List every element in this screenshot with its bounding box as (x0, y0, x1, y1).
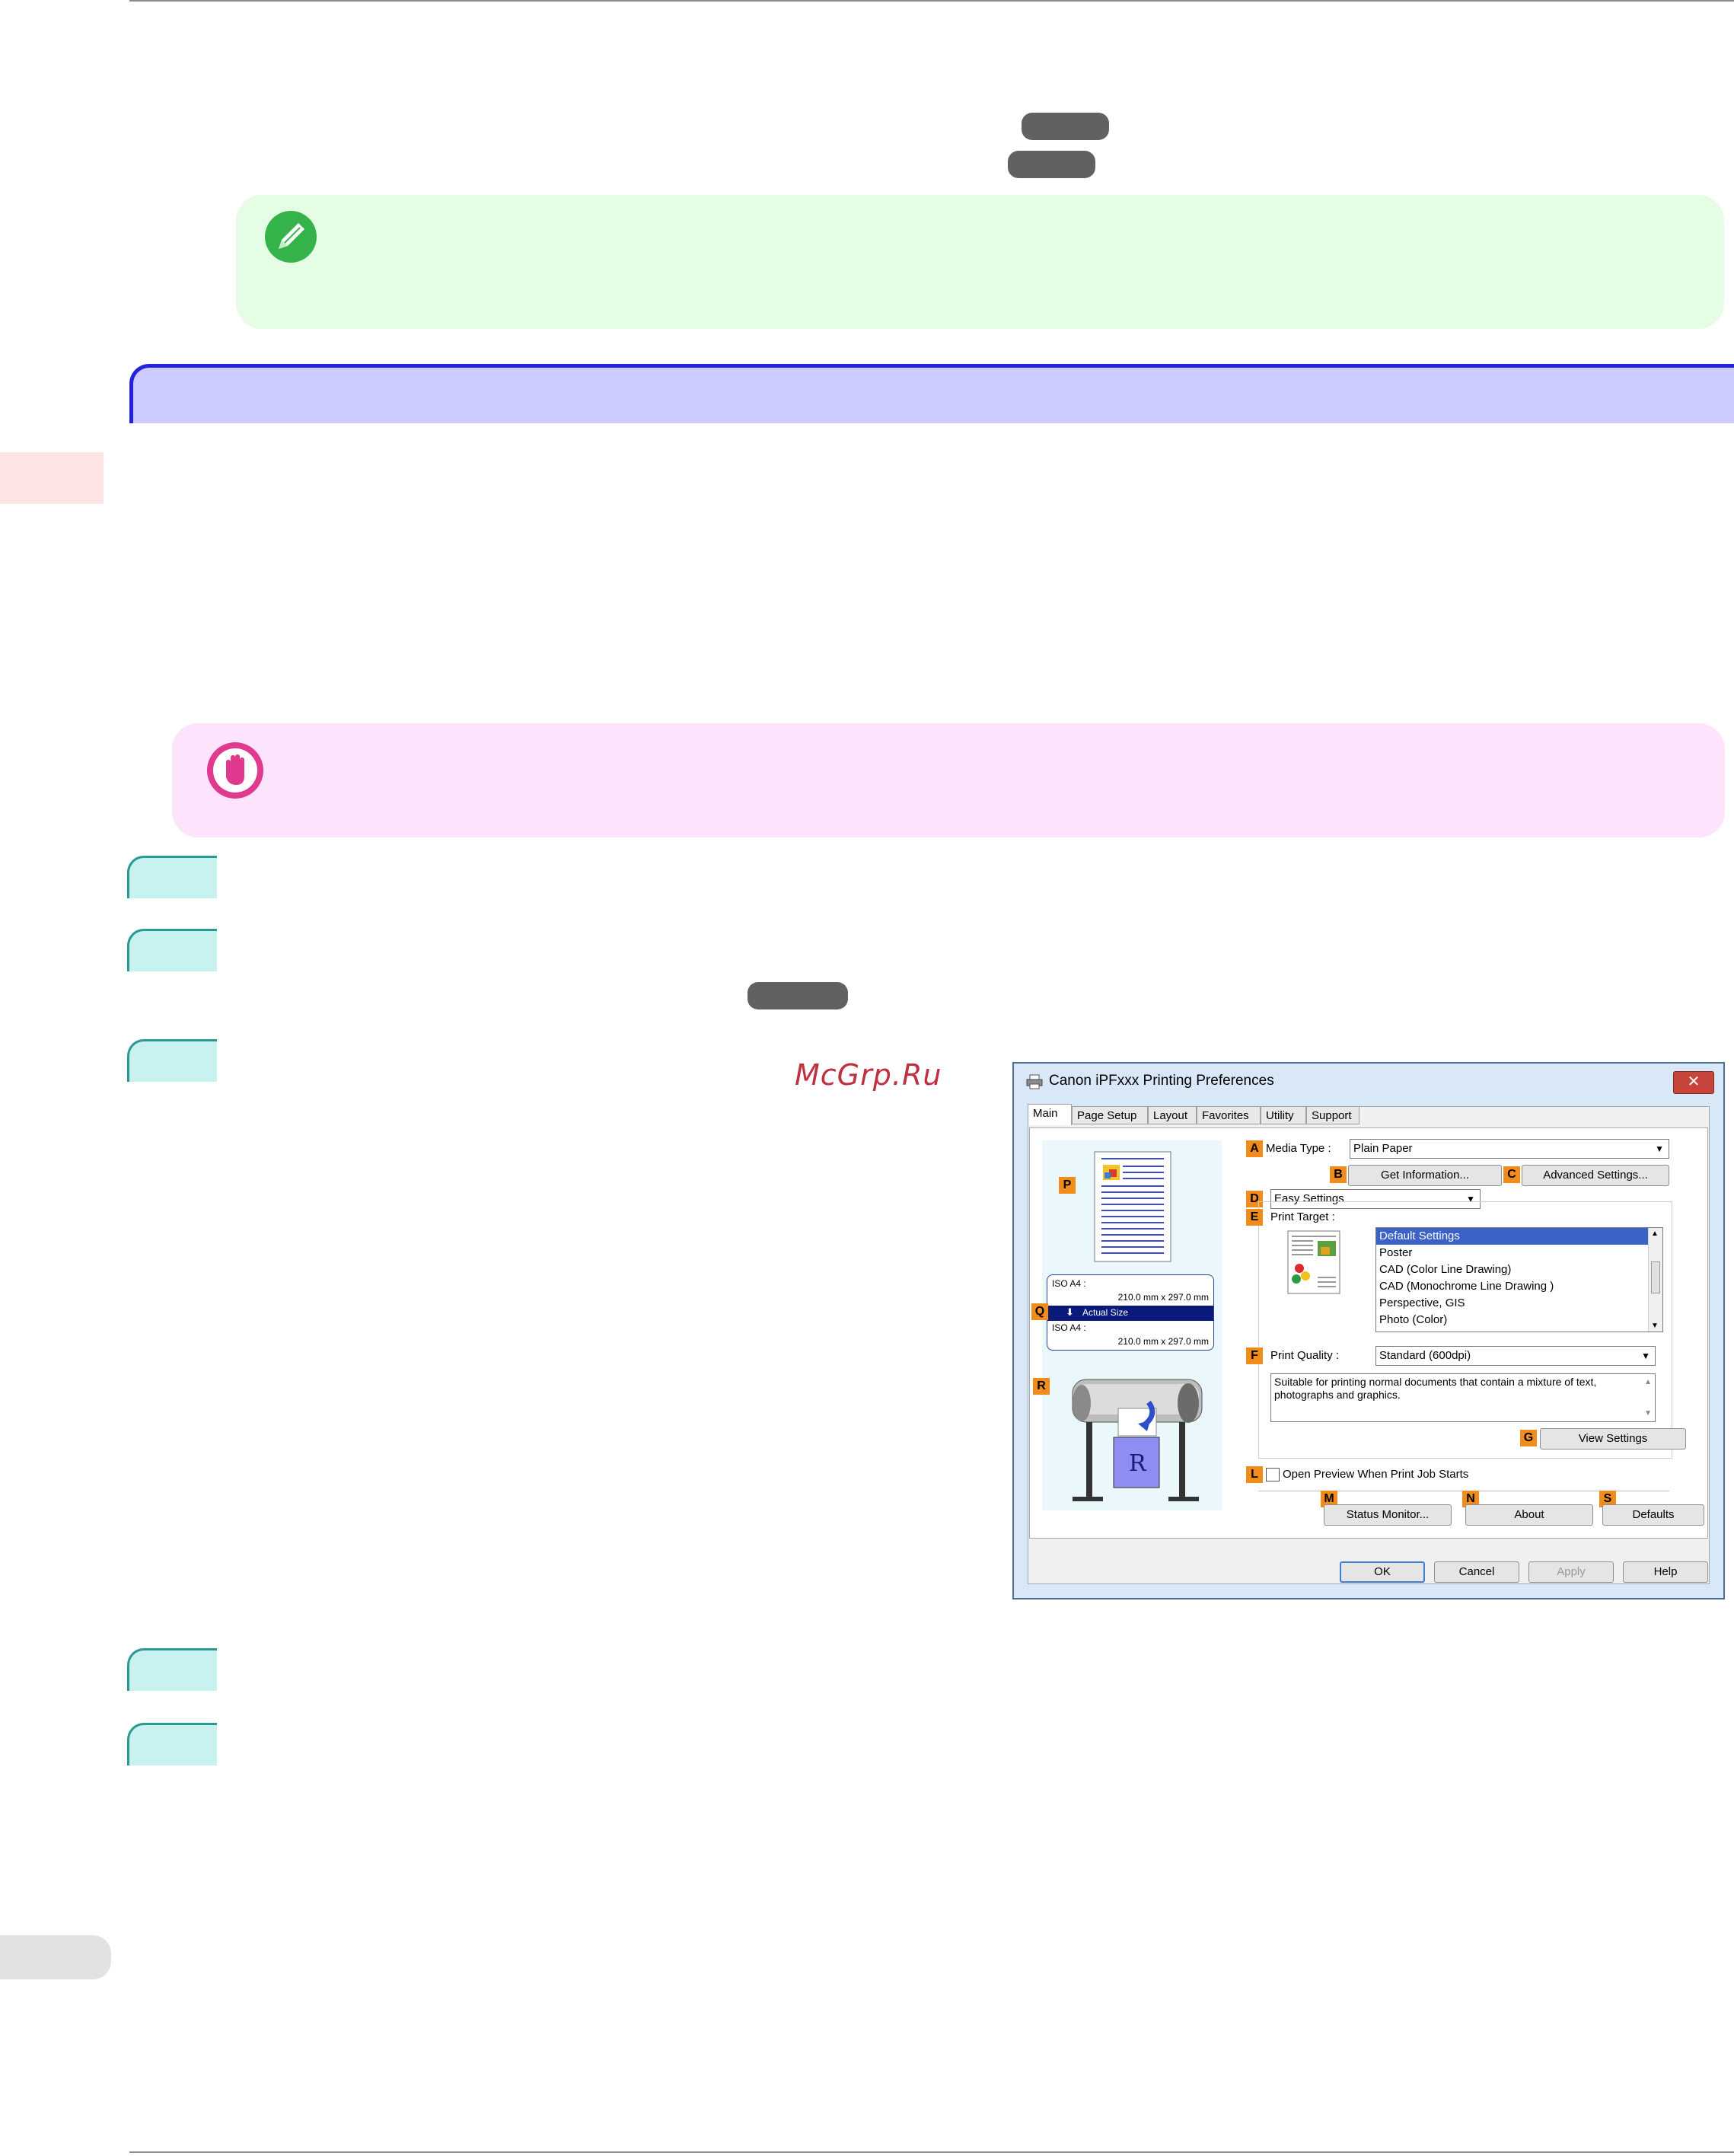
print-quality-select[interactable]: Standard (600dpi) ▼ (1375, 1346, 1656, 1366)
svg-text:R: R (1129, 1450, 1147, 1477)
print-target-label: Print Target : (1270, 1210, 1335, 1223)
list-item[interactable]: Poster (1379, 1246, 1413, 1259)
scroll-up-icon: ▲ (1644, 1378, 1652, 1386)
paper-top-label: ISO A4 : (1052, 1278, 1086, 1289)
status-monitor-button[interactable]: Status Monitor... (1324, 1504, 1452, 1526)
step-marker (127, 1723, 217, 1765)
key-pill (1008, 151, 1095, 178)
badge-c: C (1503, 1166, 1520, 1183)
scroll-up-icon[interactable]: ▲ (1651, 1229, 1659, 1238)
tab-favorites[interactable]: Favorites (1197, 1106, 1261, 1124)
list-scrollbar[interactable]: ▲ ▼ (1648, 1228, 1662, 1332)
print-target-list[interactable]: Default Settings Poster CAD (Color Line … (1375, 1227, 1663, 1332)
list-item[interactable]: CAD (Color Line Drawing) (1379, 1263, 1512, 1276)
tab-support[interactable]: Support (1306, 1106, 1359, 1124)
tab-utility[interactable]: Utility (1261, 1106, 1306, 1124)
badge-q: Q (1031, 1303, 1048, 1320)
cancel-button[interactable]: Cancel (1434, 1561, 1519, 1583)
scroll-down-icon[interactable]: ▼ (1651, 1322, 1659, 1330)
actual-size-label: Actual Size (1082, 1307, 1129, 1318)
media-type-select[interactable]: Plain Paper ▼ (1350, 1139, 1669, 1159)
down-arrow-icon: ⬇ (1066, 1306, 1074, 1318)
printing-preferences-dialog: Canon iPFxxx Printing Preferences ✕ Main… (1012, 1062, 1725, 1599)
list-item[interactable]: CAD (Monochrome Line Drawing ) (1379, 1280, 1554, 1293)
key-pill (747, 982, 848, 1009)
actual-size-bar: ⬇ Actual Size (1047, 1306, 1213, 1321)
get-information-button[interactable]: Get Information... (1348, 1165, 1502, 1186)
scroll-thumb[interactable] (1651, 1261, 1660, 1293)
about-button[interactable]: About (1465, 1504, 1593, 1526)
side-chapter-tab (0, 452, 104, 504)
printer-icon (1026, 1074, 1043, 1089)
step-marker (127, 929, 217, 971)
badge-g: G (1520, 1430, 1537, 1446)
badge-n: N (1462, 1491, 1479, 1507)
step-marker (127, 1039, 217, 1082)
open-preview-label: Open Preview When Print Job Starts (1283, 1468, 1469, 1481)
watermark-text: McGrp.Ru (795, 1058, 942, 1092)
open-preview-checkbox[interactable] (1266, 1468, 1280, 1481)
main-tab-panel: P ISO A4 : 210.0 mm x 297.0 mm (1029, 1127, 1708, 1539)
badge-p: P (1059, 1177, 1076, 1194)
scroll-down-icon: ▼ (1644, 1409, 1652, 1418)
printer-illustration-icon: R (1072, 1379, 1203, 1501)
key-pill (1022, 113, 1109, 140)
tab-page-setup[interactable]: Page Setup (1072, 1106, 1148, 1124)
defaults-button[interactable]: Defaults (1602, 1504, 1704, 1526)
badge-e: E (1246, 1209, 1263, 1226)
quality-description: Suitable for printing normal documents t… (1270, 1373, 1656, 1422)
apply-button[interactable]: Apply (1528, 1561, 1614, 1583)
badge-s: S (1599, 1491, 1616, 1507)
step-marker (127, 856, 217, 898)
view-settings-button[interactable]: View Settings (1540, 1428, 1686, 1450)
section-header-bar (129, 364, 1734, 423)
badge-m: M (1321, 1491, 1337, 1507)
media-type-label: Media Type : (1266, 1142, 1331, 1155)
important-box (172, 723, 1725, 837)
ok-button[interactable]: OK (1340, 1561, 1425, 1583)
page-preview-thumbnail (1094, 1151, 1171, 1262)
easy-settings-group (1258, 1201, 1672, 1459)
dialog-title: Canon iPFxxx Printing Preferences (1049, 1073, 1274, 1089)
badge-b: B (1330, 1166, 1347, 1183)
paper-top-size: 210.0 mm x 297.0 mm (1117, 1292, 1209, 1303)
print-target-thumbnail-icon (1287, 1230, 1340, 1294)
pencil-note-icon (265, 211, 317, 263)
list-item[interactable]: Default Settings (1376, 1228, 1662, 1245)
dropdown-arrow-icon: ▼ (1655, 1143, 1664, 1154)
bottom-rule (129, 2151, 1734, 2153)
preview-area: P ISO A4 : 210.0 mm x 297.0 mm (1031, 1140, 1222, 1510)
paper-bottom-label: ISO A4 : (1052, 1322, 1086, 1333)
paper-size-box: ISO A4 : 210.0 mm x 297.0 mm ⬇ Actual Si… (1047, 1274, 1214, 1351)
top-rule (129, 0, 1734, 2)
paper-bottom-size: 210.0 mm x 297.0 mm (1117, 1336, 1209, 1347)
list-item[interactable]: Photo (Color) (1379, 1313, 1448, 1326)
badge-r: R (1033, 1378, 1050, 1395)
badge-l: L (1246, 1466, 1263, 1483)
tab-layout[interactable]: Layout (1148, 1106, 1197, 1124)
print-quality-label: Print Quality : (1270, 1349, 1340, 1362)
close-button[interactable]: ✕ (1673, 1071, 1714, 1094)
help-button[interactable]: Help (1623, 1561, 1708, 1583)
step-marker (127, 1648, 217, 1691)
media-type-value: Plain Paper (1353, 1142, 1413, 1155)
side-page-tab (0, 1935, 111, 1979)
hand-stop-icon (207, 742, 263, 799)
tab-main[interactable]: Main (1028, 1104, 1072, 1125)
print-quality-value: Standard (600dpi) (1379, 1349, 1471, 1362)
badge-a: A (1246, 1140, 1263, 1157)
dropdown-arrow-icon: ▼ (1466, 1194, 1475, 1204)
advanced-settings-button[interactable]: Advanced Settings... (1522, 1165, 1669, 1186)
note-box (236, 195, 1724, 329)
quality-description-text: Suitable for printing normal documents t… (1274, 1376, 1597, 1401)
list-item[interactable]: Perspective, GIS (1379, 1296, 1465, 1309)
dropdown-arrow-icon: ▼ (1641, 1351, 1650, 1361)
badge-f: F (1246, 1348, 1263, 1364)
